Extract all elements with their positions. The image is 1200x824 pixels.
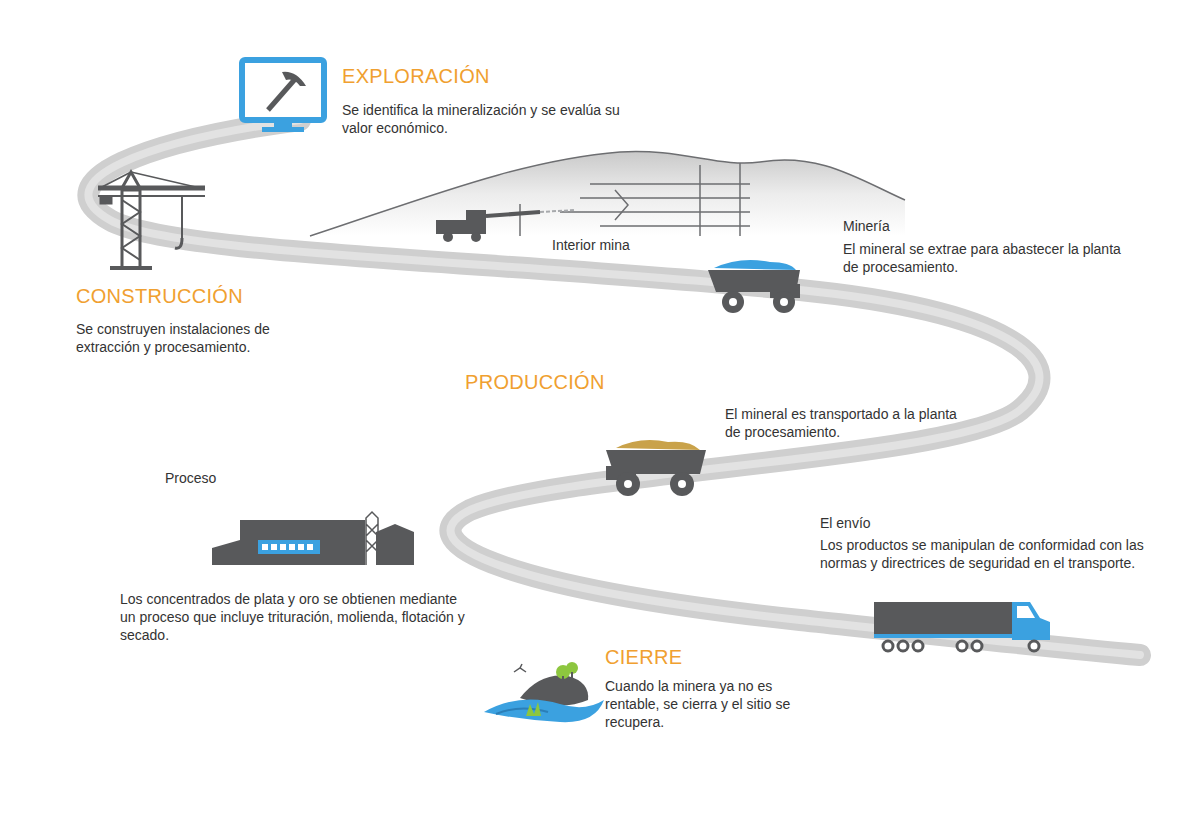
area-label: Interior mina bbox=[552, 236, 630, 254]
stage-description: Se identifica la mineralización y se eva… bbox=[342, 101, 622, 137]
step-heading: Proceso bbox=[165, 469, 216, 487]
mountain bbox=[310, 151, 905, 236]
stage-description: Se construyen instalaciones de extracció… bbox=[76, 320, 321, 356]
step-description: Los productos se manipulan de conformida… bbox=[820, 536, 1172, 572]
step-heading: El envío bbox=[820, 514, 871, 532]
step-description: Los concentrados de plata y oro se obtie… bbox=[120, 590, 465, 644]
step-description: El mineral es transportado a la planta d… bbox=[725, 405, 960, 441]
step-description: El mineral se extrae para abastecer la p… bbox=[843, 240, 1123, 276]
stage-heading: PRODUCCIÓN bbox=[465, 370, 605, 394]
haul-truck-blue-load bbox=[708, 260, 800, 313]
stage-description: Cuando la minera ya no es rentable, se c… bbox=[605, 677, 825, 731]
tunnels bbox=[520, 163, 750, 236]
stage-heading: CIERRE bbox=[605, 645, 682, 669]
closure-landscape-icon bbox=[484, 662, 604, 722]
exploration-monitor-icon bbox=[242, 60, 324, 132]
stage-heading: CONSTRUCCIÓN bbox=[76, 284, 243, 308]
stage-heading: EXPLORACIÓN bbox=[342, 64, 490, 88]
step-heading: Minería bbox=[843, 217, 890, 235]
semi-truck bbox=[874, 602, 1050, 651]
road bbox=[88, 120, 1140, 655]
processing-plant bbox=[212, 512, 414, 565]
construction-crane bbox=[98, 172, 205, 268]
haul-truck-gold-load bbox=[606, 440, 706, 496]
